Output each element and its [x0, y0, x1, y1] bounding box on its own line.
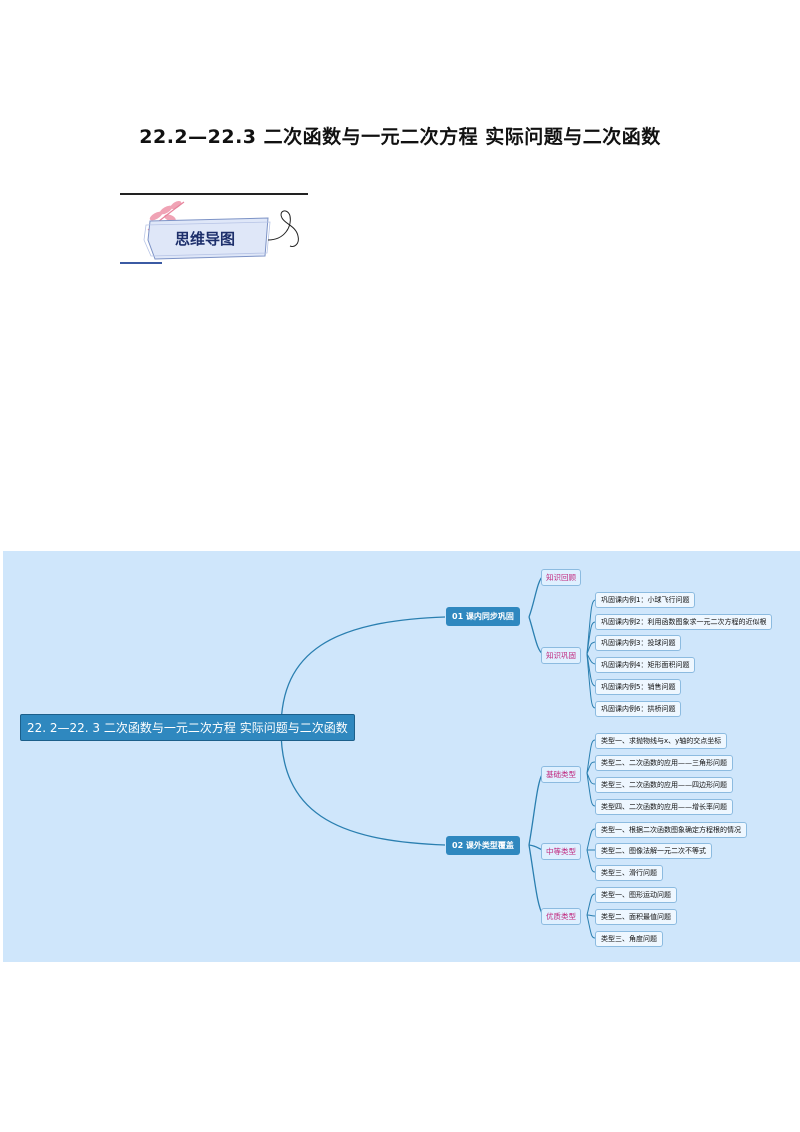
document-title: 22.2—22.3 二次函数与一元二次方程 实际问题与二次函数 [139, 126, 661, 148]
mind-map-connectors [280, 575, 596, 939]
leaf-item: 巩固课内例1：小球飞行问题 [595, 592, 696, 608]
leaf-item: 巩固课内例2：利用函数图象求一元二次方程的近似根 [595, 614, 773, 630]
leaf-item: 类型四、二次函数的应用——增长率问题 [595, 799, 733, 815]
badge-decoration [120, 201, 299, 264]
leaf-item: 类型二、面积最值问题 [595, 909, 677, 925]
leaf-item: 类型三、角度问题 [595, 931, 663, 947]
leaf-item: 巩固课内例4：矩形面积问题 [595, 657, 696, 673]
section-badge [120, 196, 310, 268]
leaf-item: 巩固课内例5：销售问题 [595, 679, 682, 695]
category-knowledge-consolidate: 知识巩固 [541, 647, 581, 664]
section-badge-label: 思维导图 [175, 230, 236, 248]
leaf-item: 类型一、求抛物线与x、y轴的交点坐标 [595, 733, 728, 749]
leaf-item: 巩固课内例6：拱桥问题 [595, 701, 682, 717]
leaf-item: 类型三、滑行问题 [595, 865, 663, 881]
branch-in-class: 01 课内同步巩固 [446, 607, 520, 626]
section-rule [120, 193, 308, 195]
leaf-item: 巩固课内例3：投球问题 [595, 635, 682, 651]
mind-map: 22. 2—22. 3 二次函数与一元二次方程 实际问题与二次函数 01 课内同… [3, 551, 800, 962]
category-knowledge-review: 知识回顾 [541, 569, 581, 586]
category-basic: 基础类型 [541, 766, 581, 783]
leaf-item: 类型三、二次函数的应用——四边形问题 [595, 777, 733, 793]
leaf-item: 类型一、图形运动问题 [595, 887, 677, 903]
branch-extracurricular: 02 课外类型覆盖 [446, 836, 520, 855]
leaf-item: 类型二、图像法解一元二次不等式 [595, 843, 712, 859]
mind-map-root: 22. 2—22. 3 二次函数与一元二次方程 实际问题与二次函数 [20, 714, 355, 741]
category-excellent: 优质类型 [541, 908, 581, 925]
leaf-item: 类型一、根据二次函数图象确定方程根的情况 [595, 822, 747, 838]
leaf-item: 类型二、二次函数的应用——三角形问题 [595, 755, 733, 771]
category-medium: 中等类型 [541, 843, 581, 860]
